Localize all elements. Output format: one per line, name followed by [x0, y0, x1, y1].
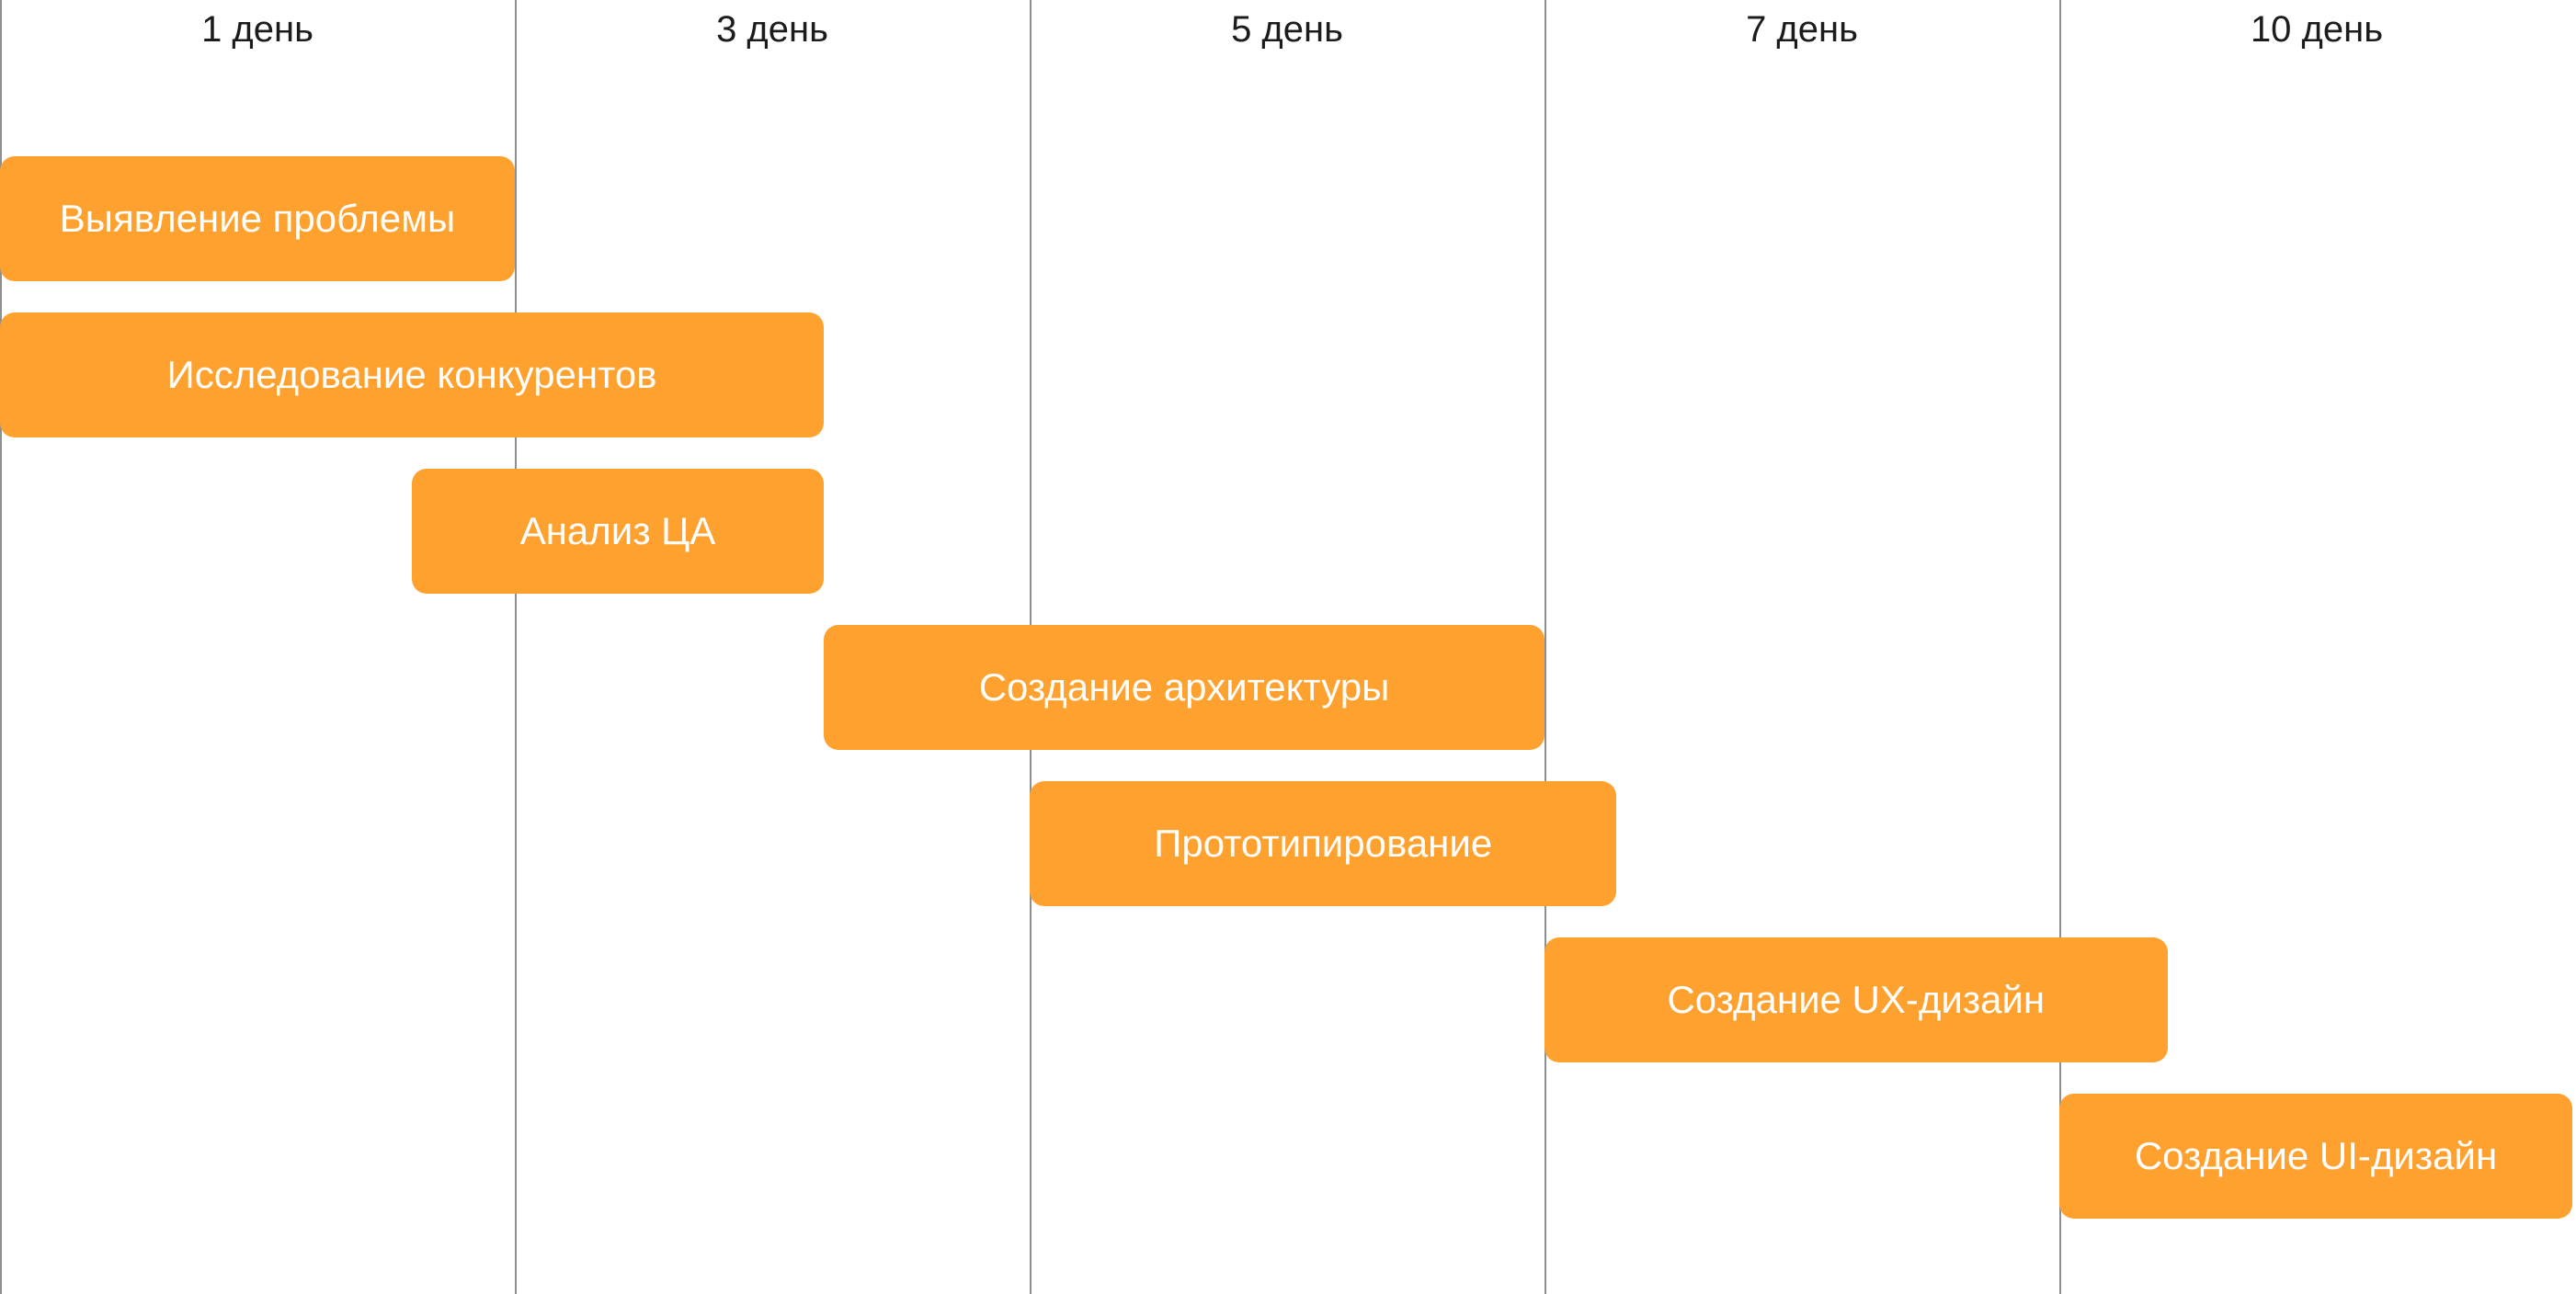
task-label: Прототипирование: [1154, 822, 1493, 865]
column-header: 3 день: [716, 9, 828, 50]
task-bar: Прототипирование: [1030, 781, 1617, 906]
grid-line: [1544, 0, 1546, 1294]
column-header: 7 день: [1746, 9, 1858, 50]
task-label: Создание UI-дизайн: [2134, 1134, 2498, 1177]
task-label: Создание UX-дизайн: [1667, 978, 2046, 1021]
grid-line: [515, 0, 517, 1294]
task-bar: Создание UI-дизайн: [2059, 1094, 2572, 1219]
grid-line: [2059, 0, 2061, 1294]
task-bar: Выявление проблемы: [0, 156, 515, 281]
column-header: 1 день: [201, 9, 313, 50]
grid-line: [0, 0, 2, 1294]
column-header: 10 день: [2250, 9, 2384, 50]
task-bar: Анализ ЦА: [412, 469, 824, 594]
task-bar: Исследование конкурентов: [0, 312, 824, 437]
task-bar: Создание UX-дизайн: [1544, 937, 2168, 1062]
column-header: 5 день: [1231, 9, 1343, 50]
task-label: Анализ ЦА: [519, 509, 716, 552]
task-bar: Создание архитектуры: [824, 625, 1544, 750]
task-label: Выявление проблемы: [59, 197, 456, 240]
task-label: Исследование конкурентов: [166, 353, 657, 396]
task-label: Создание архитектуры: [978, 665, 1390, 709]
